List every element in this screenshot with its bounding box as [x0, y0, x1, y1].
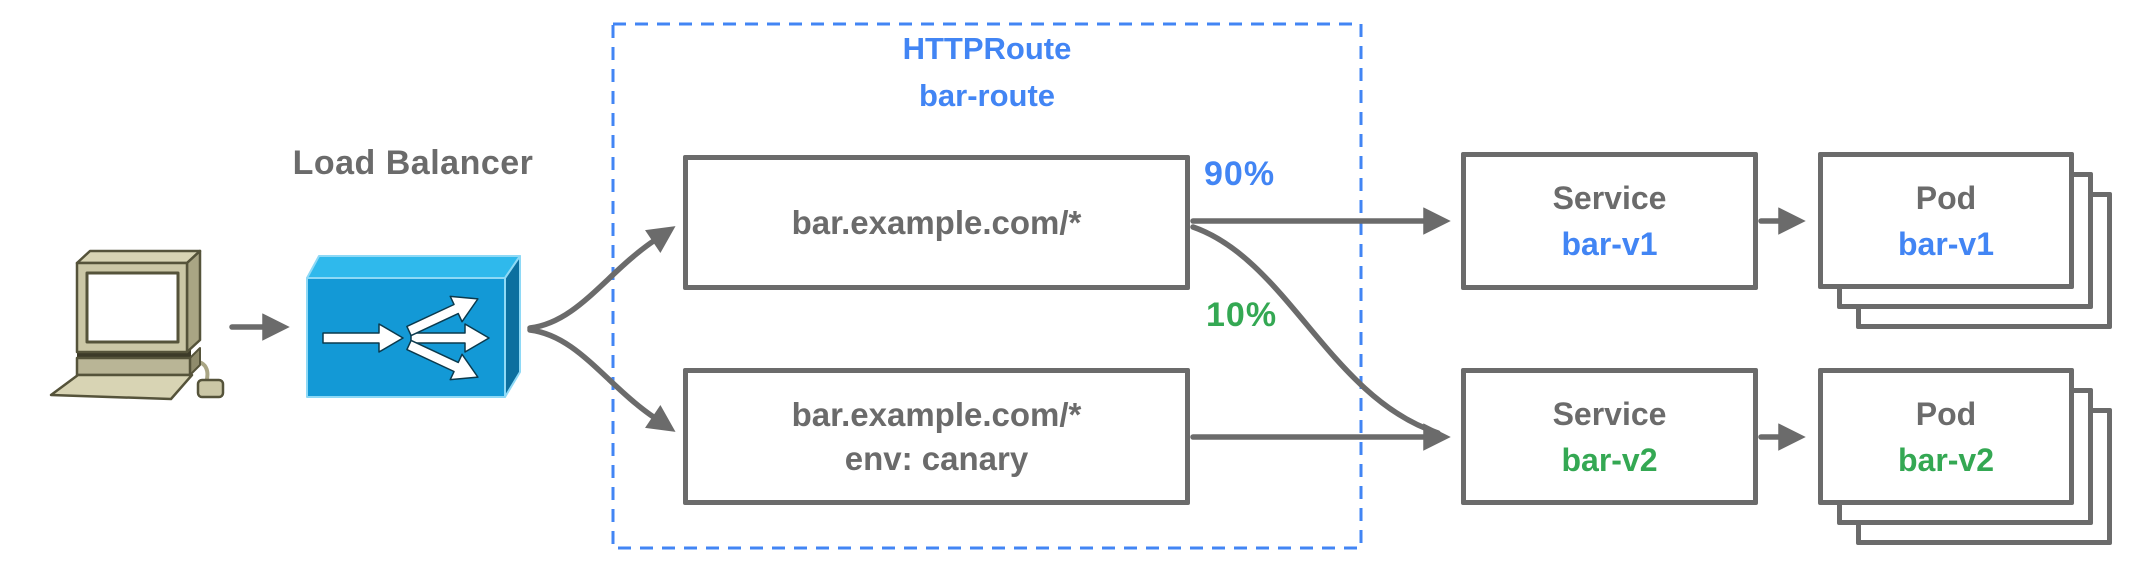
pod-stack-bar-v1: Pod bar-v1 [1818, 152, 2149, 372]
httproute-group-title: HTTPRoute bar-route [613, 25, 1361, 119]
pod1-kind-label: Pod [1915, 179, 1977, 216]
httproute-dashed-boundary [611, 22, 1363, 550]
lb-traffic-arrows [322, 295, 490, 381]
pod1-name-label: bar-v1 [1897, 225, 1995, 262]
lb-side-face [504, 255, 521, 398]
computer-base [75, 356, 192, 377]
route-rule-box-1: bar.example.com/* [683, 155, 1190, 290]
service-box-bar-v1: Service bar-v1 [1461, 152, 1758, 290]
rule1-to-service2-curve [1190, 224, 1441, 436]
keyboard [49, 373, 194, 401]
lb-to-rule1-arrow [527, 226, 676, 331]
load-balancer-label: Load Balancer [292, 144, 534, 182]
pod-stack-bar-v2: Pod bar-v2 [1818, 368, 2149, 573]
monitor-top-face [75, 249, 202, 265]
httproute-kind-label: HTTPRoute [902, 31, 1072, 66]
base-side-face [189, 347, 201, 376]
weight-label-90: 90% [1204, 155, 1276, 193]
service2-kind-label: Service [1552, 395, 1667, 432]
route-rule-box-2: bar.example.com/* env: canary [683, 368, 1190, 505]
service1-kind-label: Service [1552, 180, 1667, 216]
pod2-name-label: bar-v2 [1897, 441, 1995, 478]
load-balancer-icon [306, 255, 521, 398]
mouse [196, 378, 225, 399]
pod-box-bar-v1: Pod bar-v1 [1818, 152, 2074, 289]
weight-label-10: 10% [1206, 296, 1278, 334]
rule2-hostname-text: bar.example.com/* [791, 395, 1082, 433]
service-box-bar-v2: Service bar-v2 [1461, 368, 1758, 505]
pod2-kind-label: Pod [1915, 395, 1977, 432]
service2-name-label: bar-v2 [1561, 441, 1658, 478]
lb-top-face [306, 255, 521, 279]
pod-box-bar-v2: Pod bar-v2 [1818, 368, 2074, 505]
monitor-screen [85, 271, 180, 344]
rule1-hostname-text: bar.example.com/* [791, 203, 1082, 241]
desktop-computer-icon [49, 249, 225, 401]
httproute-name-label: bar-route [918, 78, 1056, 113]
rule2-header-match-text: env: canary [844, 439, 1029, 477]
lb-to-rule2-arrow [527, 327, 676, 432]
service1-name-label: bar-v1 [1561, 226, 1658, 262]
monitor-side-face [185, 249, 202, 354]
